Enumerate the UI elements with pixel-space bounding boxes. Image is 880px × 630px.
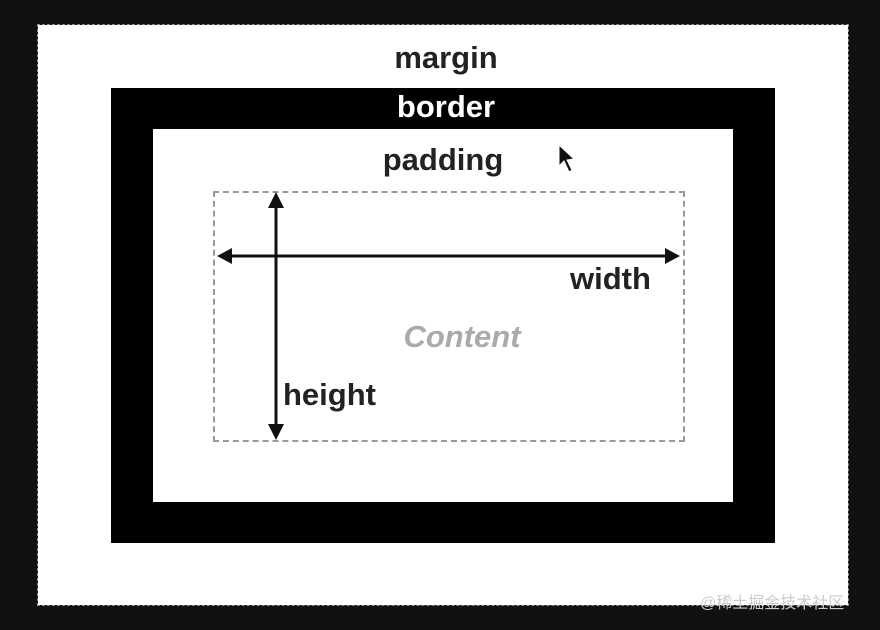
height-label: height [283,377,376,412]
margin-label: margin [394,40,498,75]
watermark: @稀土掘金技术社区 [700,595,845,612]
width-arrow [217,248,680,264]
mouse-cursor-icon [558,143,576,173]
height-arrow [268,192,284,440]
content-label: Content [403,319,521,354]
width-label: width [570,261,651,296]
border-label: border [396,89,496,124]
content-box [213,191,685,442]
padding-label: padding [382,142,504,177]
